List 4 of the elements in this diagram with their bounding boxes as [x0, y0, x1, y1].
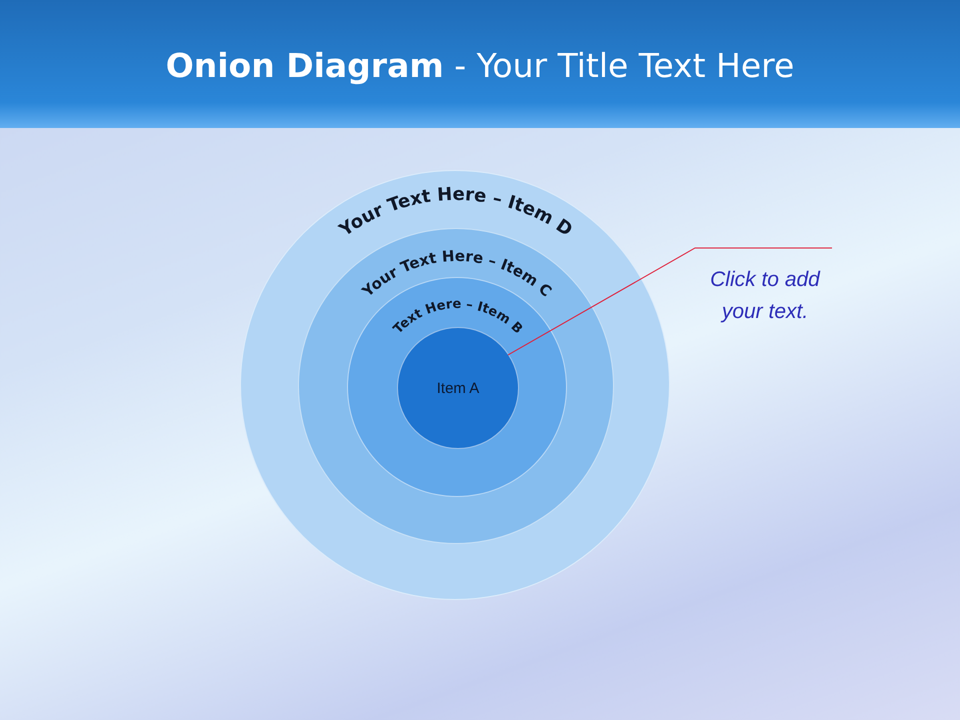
leader-line: [508, 248, 832, 356]
callout-text: Click to add your text.: [709, 267, 822, 325]
slide-title: Onion Diagram - Your Title Text Here: [164, 46, 796, 85]
core-label: Item A: [436, 380, 480, 397]
